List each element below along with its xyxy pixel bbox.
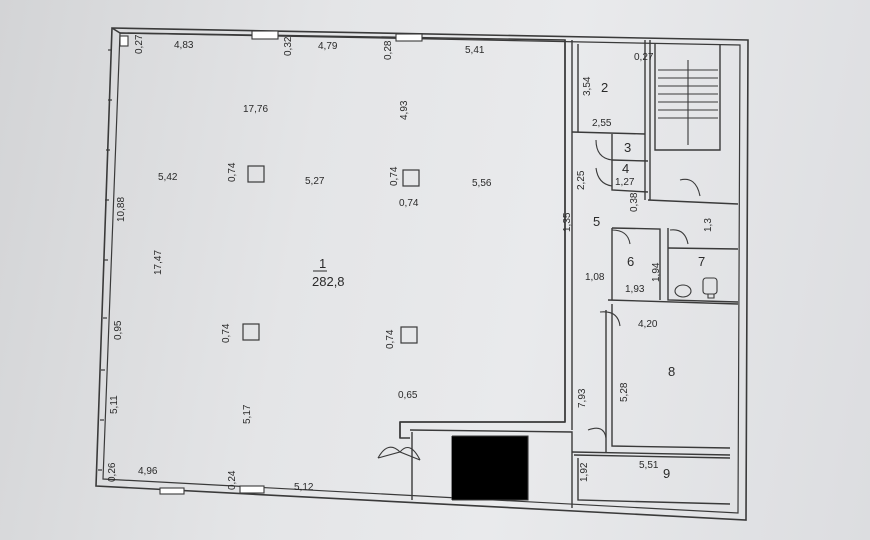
dim-label: 10,88 [116,197,127,222]
dim-label: 0,95 [113,320,124,340]
dim-label: 5,51 [639,460,659,471]
bottom-marks [159,485,265,495]
dim-label: 0,32 [283,36,294,56]
dim-label: 4,93 [399,100,410,120]
dim-label: 1,08 [585,272,605,283]
dim-label: 5,11 [109,395,120,414]
dim-label: 17,76 [243,104,268,115]
wc-fixtures [674,277,718,299]
room-3-number: 3 [624,140,631,155]
interior-walls [399,40,739,508]
dim-label: 0,38 [629,192,640,212]
dim-label: 5,28 [619,382,630,402]
dim-label: 1,35 [562,212,573,232]
dim-label: 4,83 [174,40,194,51]
west-windows [98,49,112,471]
dim-label: 0,74 [399,198,419,209]
dim-label: 0,74 [221,323,232,343]
dim-label: 1,92 [579,462,590,482]
dim-label: 5,56 [472,178,492,189]
dimension-labels: 0,27 4,83 0,32 4,79 0,28 5,41 17,76 4,93… [107,34,714,493]
dim-label: 5,41 [465,45,485,56]
room-5-number: 5 [593,214,600,229]
dim-label: 0,27 [134,34,145,54]
dim-label: 1,3 [703,218,714,232]
room-6-number: 6 [627,254,634,269]
room-1-number: 1 [319,256,326,271]
dim-label: 0,74 [389,166,400,186]
room-9-number: 9 [663,466,670,481]
dim-label: 4,79 [318,41,338,52]
dim-label: 0,26 [107,462,118,482]
dim-label: 1,93 [625,284,645,295]
dim-label: 1,27 [615,177,635,188]
room-labels: 1 282,8 2 3 4 5 6 7 8 9 [312,80,705,481]
dim-label: 5,42 [158,172,178,183]
dim-label: 2,25 [576,170,587,190]
room-7-number: 7 [698,254,705,269]
dim-label: 3,54 [582,76,593,96]
room-8-number: 8 [668,364,675,379]
stair-upper [658,60,718,145]
room-1-area: 282,8 [312,274,345,289]
dim-label: 1,94 [651,262,662,282]
room-2-number: 2 [601,80,608,95]
dim-label: 5,12 [294,482,314,493]
stair-lower [451,435,529,501]
dim-label: 0,74 [385,329,396,349]
dim-label: 17,47 [153,250,164,275]
dim-label: 0,27 [634,52,654,63]
room-4-number: 4 [622,161,629,176]
dim-label: 0,65 [398,390,418,401]
dim-label: 7,93 [577,388,588,408]
dim-label: 5,27 [305,176,325,187]
dim-label: 0,24 [227,470,238,490]
dim-label: 5,17 [242,404,253,424]
dim-label: 4,96 [138,466,158,477]
top-windows [119,30,423,47]
dim-label: 0,28 [383,40,394,60]
dim-label: 0,74 [227,162,238,182]
dim-label: 4,20 [638,319,658,330]
columns [242,165,420,344]
dim-label: 2,55 [592,118,612,129]
doors [377,139,701,461]
